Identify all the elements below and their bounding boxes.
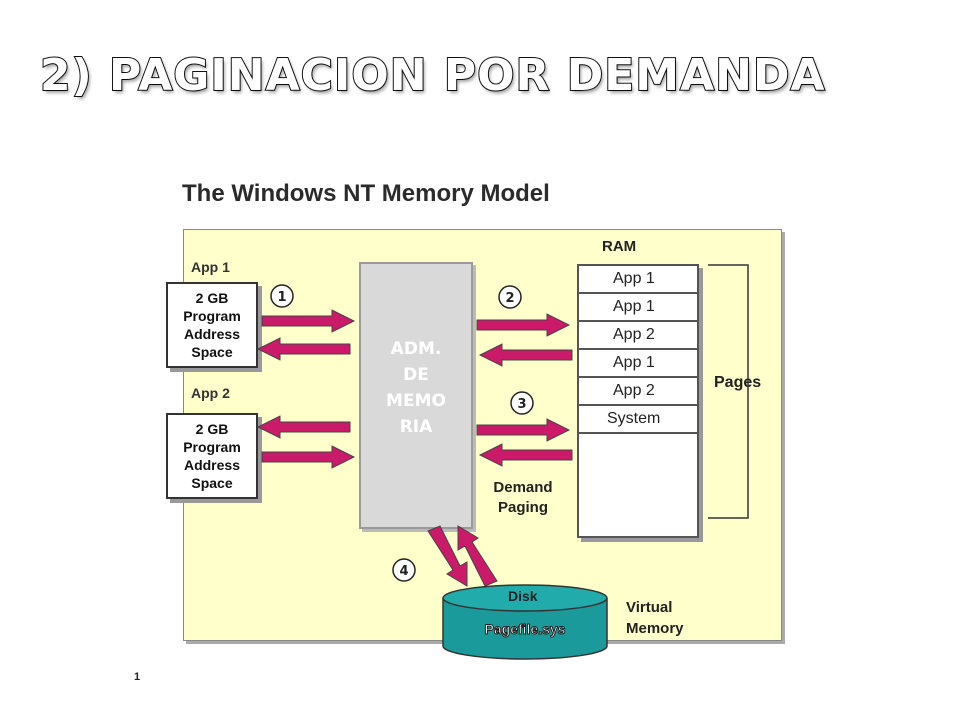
app2-label: App 2 [191, 385, 230, 401]
disk-label: Disk [508, 588, 538, 604]
svg-text:4: 4 [399, 564, 408, 579]
arrow-app2-to-manager [261, 445, 355, 469]
diagram-title: The Windows NT Memory Model [182, 180, 550, 207]
slide-title: 2) PAGINACION POR DEMANDA [39, 49, 826, 102]
virtual-memory-label: Virtual Memory [626, 599, 684, 637]
svg-text:1: 1 [277, 290, 286, 305]
ram-slot: App 1 [579, 350, 697, 378]
app2-address-space-box: 2 GB Program Address Space [166, 413, 258, 499]
svg-text:2: 2 [505, 291, 514, 306]
step-1-marker: 1 [270, 284, 294, 308]
step-4-marker: 4 [392, 558, 416, 582]
step-2-marker: 2 [498, 285, 522, 309]
pages-label: Pages [714, 374, 762, 391]
arrow-manager-to-app1 [257, 337, 351, 361]
arrow-ram-to-manager-paging [479, 443, 573, 467]
arrow-app1-to-manager [261, 309, 355, 333]
arrow-disk-to-manager [457, 525, 498, 587]
ram-slot: App 2 [579, 378, 697, 406]
memory-manager-box: ADM. DE MEMO RIA [359, 262, 473, 529]
app1-label: App 1 [191, 259, 230, 275]
pagefile-label: Pagefile.sys [484, 621, 566, 638]
arrow-manager-to-disk [427, 525, 468, 587]
arrow-manager-to-app2 [257, 415, 351, 439]
ram-label: RAM [602, 238, 637, 255]
ram-table: App 1 App 1 App 2 App 1 App 2 System [577, 264, 699, 538]
slide-footnote: 1 [134, 671, 141, 683]
ram-slot: App 2 [579, 322, 697, 350]
svg-text:3: 3 [517, 397, 526, 412]
arrow-ram-to-manager [479, 343, 573, 367]
arrow-manager-to-ram [476, 313, 570, 337]
disk-cylinder-icon [442, 584, 608, 660]
pages-bracket [708, 264, 749, 519]
ram-slot: App 1 [579, 294, 697, 322]
arrow-manager-to-ram-paging [476, 418, 570, 442]
memory-manager-label: ADM. DE MEMO RIA [386, 339, 446, 437]
demand-paging-label: Demand Paging [493, 479, 553, 516]
ram-slot: App 1 [579, 266, 697, 294]
app1-address-space-box: 2 GB Program Address Space [166, 282, 258, 368]
step-3-marker: 3 [510, 391, 534, 415]
ram-slot: System [579, 406, 697, 434]
